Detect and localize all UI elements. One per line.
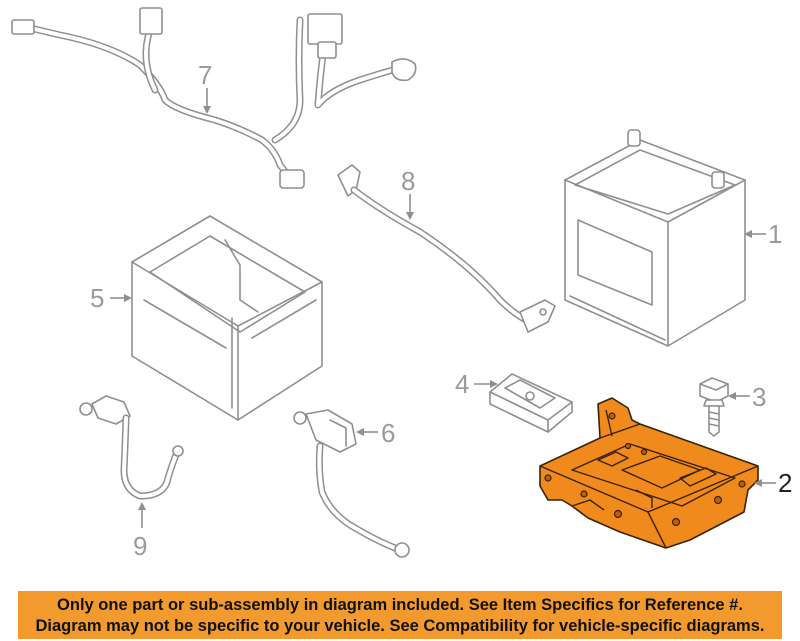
callout-4: 4 — [455, 369, 469, 399]
bolt-drawing — [699, 377, 729, 437]
positive-cable-drawing — [293, 409, 410, 558]
battery-tray-drawing — [539, 397, 759, 549]
callout-3: 3 — [752, 382, 766, 412]
wire-harness-drawing — [11, 7, 417, 189]
disclaimer-line-2: Diagram may not be specific to your vehi… — [35, 617, 765, 635]
callout-7: 7 — [198, 60, 212, 90]
callout-2: 2 — [778, 468, 792, 498]
callout-8: 8 — [401, 166, 415, 196]
negative-cable-drawing — [79, 395, 184, 500]
callout-5: 5 — [90, 283, 104, 313]
callout-1: 1 — [768, 219, 782, 249]
callout-9: 9 — [133, 531, 147, 561]
battery-box-drawing — [131, 215, 323, 421]
disclaimer-banner: Only one part or sub-assembly in diagram… — [18, 591, 782, 639]
hold-down-clamp-drawing — [489, 373, 573, 433]
callout-6: 6 — [381, 418, 395, 448]
callout-leaders — [110, 88, 776, 528]
parts-diagram: 7 8 5 1 4 3 6 2 9 — [11, 7, 792, 561]
ground-cable-drawing — [337, 164, 556, 333]
disclaimer-line-1: Only one part or sub-assembly in diagram… — [57, 596, 743, 614]
battery-drawing — [564, 129, 746, 347]
